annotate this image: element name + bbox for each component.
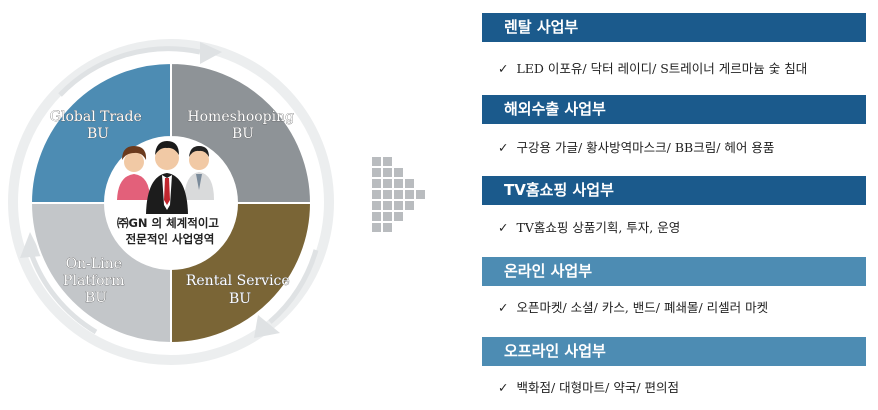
arrow-square (372, 157, 381, 166)
division-item: ✓오픈마켓/ 소셜/ 카스, 밴드/ 폐쇄몰/ 리셀러 마켓 (498, 300, 769, 315)
division-offline: 오프라인 사업부 ✓백화점/ 대형마트/ 약국/ 편의점 (482, 337, 866, 395)
segment-label-global-trade: Global Trade BU (50, 109, 146, 142)
arrow-square (405, 201, 414, 210)
business-wheel: Global Trade BU Homeshooping BU Rental S… (8, 39, 334, 365)
arrow-square (394, 168, 403, 177)
arrow-square (383, 190, 392, 199)
division-item: ✓LED 이포유/ 닥터 레이디/ S트레이너 게르마늄 숯 침대 (498, 61, 808, 76)
arrow-square (383, 223, 392, 232)
arrow-square (372, 168, 381, 177)
division-header: 온라인 사업부 (482, 257, 866, 286)
arrow-square (383, 157, 392, 166)
arrow-square (394, 212, 403, 221)
business-people-icon (117, 141, 214, 214)
division-item: ✓구강용 가글/ 황사방역마스크/ BB크림/ 헤어 용품 (498, 140, 775, 155)
segment-label-rental-service: Rental Service BU (186, 273, 294, 307)
check-icon: ✓ (498, 61, 509, 76)
arrow-square (394, 190, 403, 199)
check-icon: ✓ (498, 140, 509, 155)
cycle-arrow-top (58, 46, 201, 97)
arrow-square (383, 179, 392, 188)
arrow-square (372, 179, 381, 188)
arrow-square (372, 201, 381, 210)
segment-label-online-platform: On-Line Platform BU (63, 256, 129, 306)
cycle-arrow-right (268, 249, 319, 324)
division-online: 온라인 사업부 ✓오픈마켓/ 소셜/ 카스, 밴드/ 폐쇄몰/ 리셀러 마켓 (482, 257, 866, 315)
check-icon: ✓ (498, 380, 509, 395)
arrow-square (405, 190, 414, 199)
arrow-square (372, 212, 381, 221)
division-tv-homeshopping: TV홈쇼핑 사업부 ✓TV홈쇼핑 상품기획, 투자, 운영 (482, 176, 866, 235)
division-header: 오프라인 사업부 (482, 337, 866, 366)
arrow-square (405, 179, 414, 188)
check-icon: ✓ (498, 220, 509, 235)
arrow-square (383, 168, 392, 177)
arrow-square (394, 201, 403, 210)
segment-label-homeshopping: Homeshooping BU (187, 109, 298, 142)
division-item: ✓TV홈쇼핑 상품기획, 투자, 운영 (498, 220, 681, 235)
division-item: ✓백화점/ 대형마트/ 약국/ 편의점 (498, 380, 680, 395)
division-header: 해외수출 사업부 (482, 95, 866, 124)
check-icon: ✓ (498, 300, 509, 315)
arrowhead-right (254, 315, 280, 338)
arrow-square (372, 223, 381, 232)
division-export: 해외수출 사업부 ✓구강용 가글/ 황사방역마스크/ BB크림/ 헤어 용품 (482, 95, 866, 155)
arrow-square (394, 179, 403, 188)
division-header: 렌탈 사업부 (482, 13, 866, 42)
center-text: ㈜GN 의 체계적이고 전문적인 사업영역 (117, 216, 223, 246)
arrowhead-top (200, 42, 222, 64)
arrow-square (383, 212, 392, 221)
division-header: TV홈쇼핑 사업부 (482, 176, 866, 205)
arrowhead-bottom (20, 232, 42, 258)
arrow-square (372, 190, 381, 199)
division-rental: 렌탈 사업부 ✓LED 이포유/ 닥터 레이디/ S트레이너 게르마늄 숯 침대 (482, 13, 866, 76)
arrow-square (383, 201, 392, 210)
arrow-square (416, 190, 425, 199)
cycle-arrow-bottom (27, 249, 98, 335)
outer-ring (8, 39, 334, 365)
